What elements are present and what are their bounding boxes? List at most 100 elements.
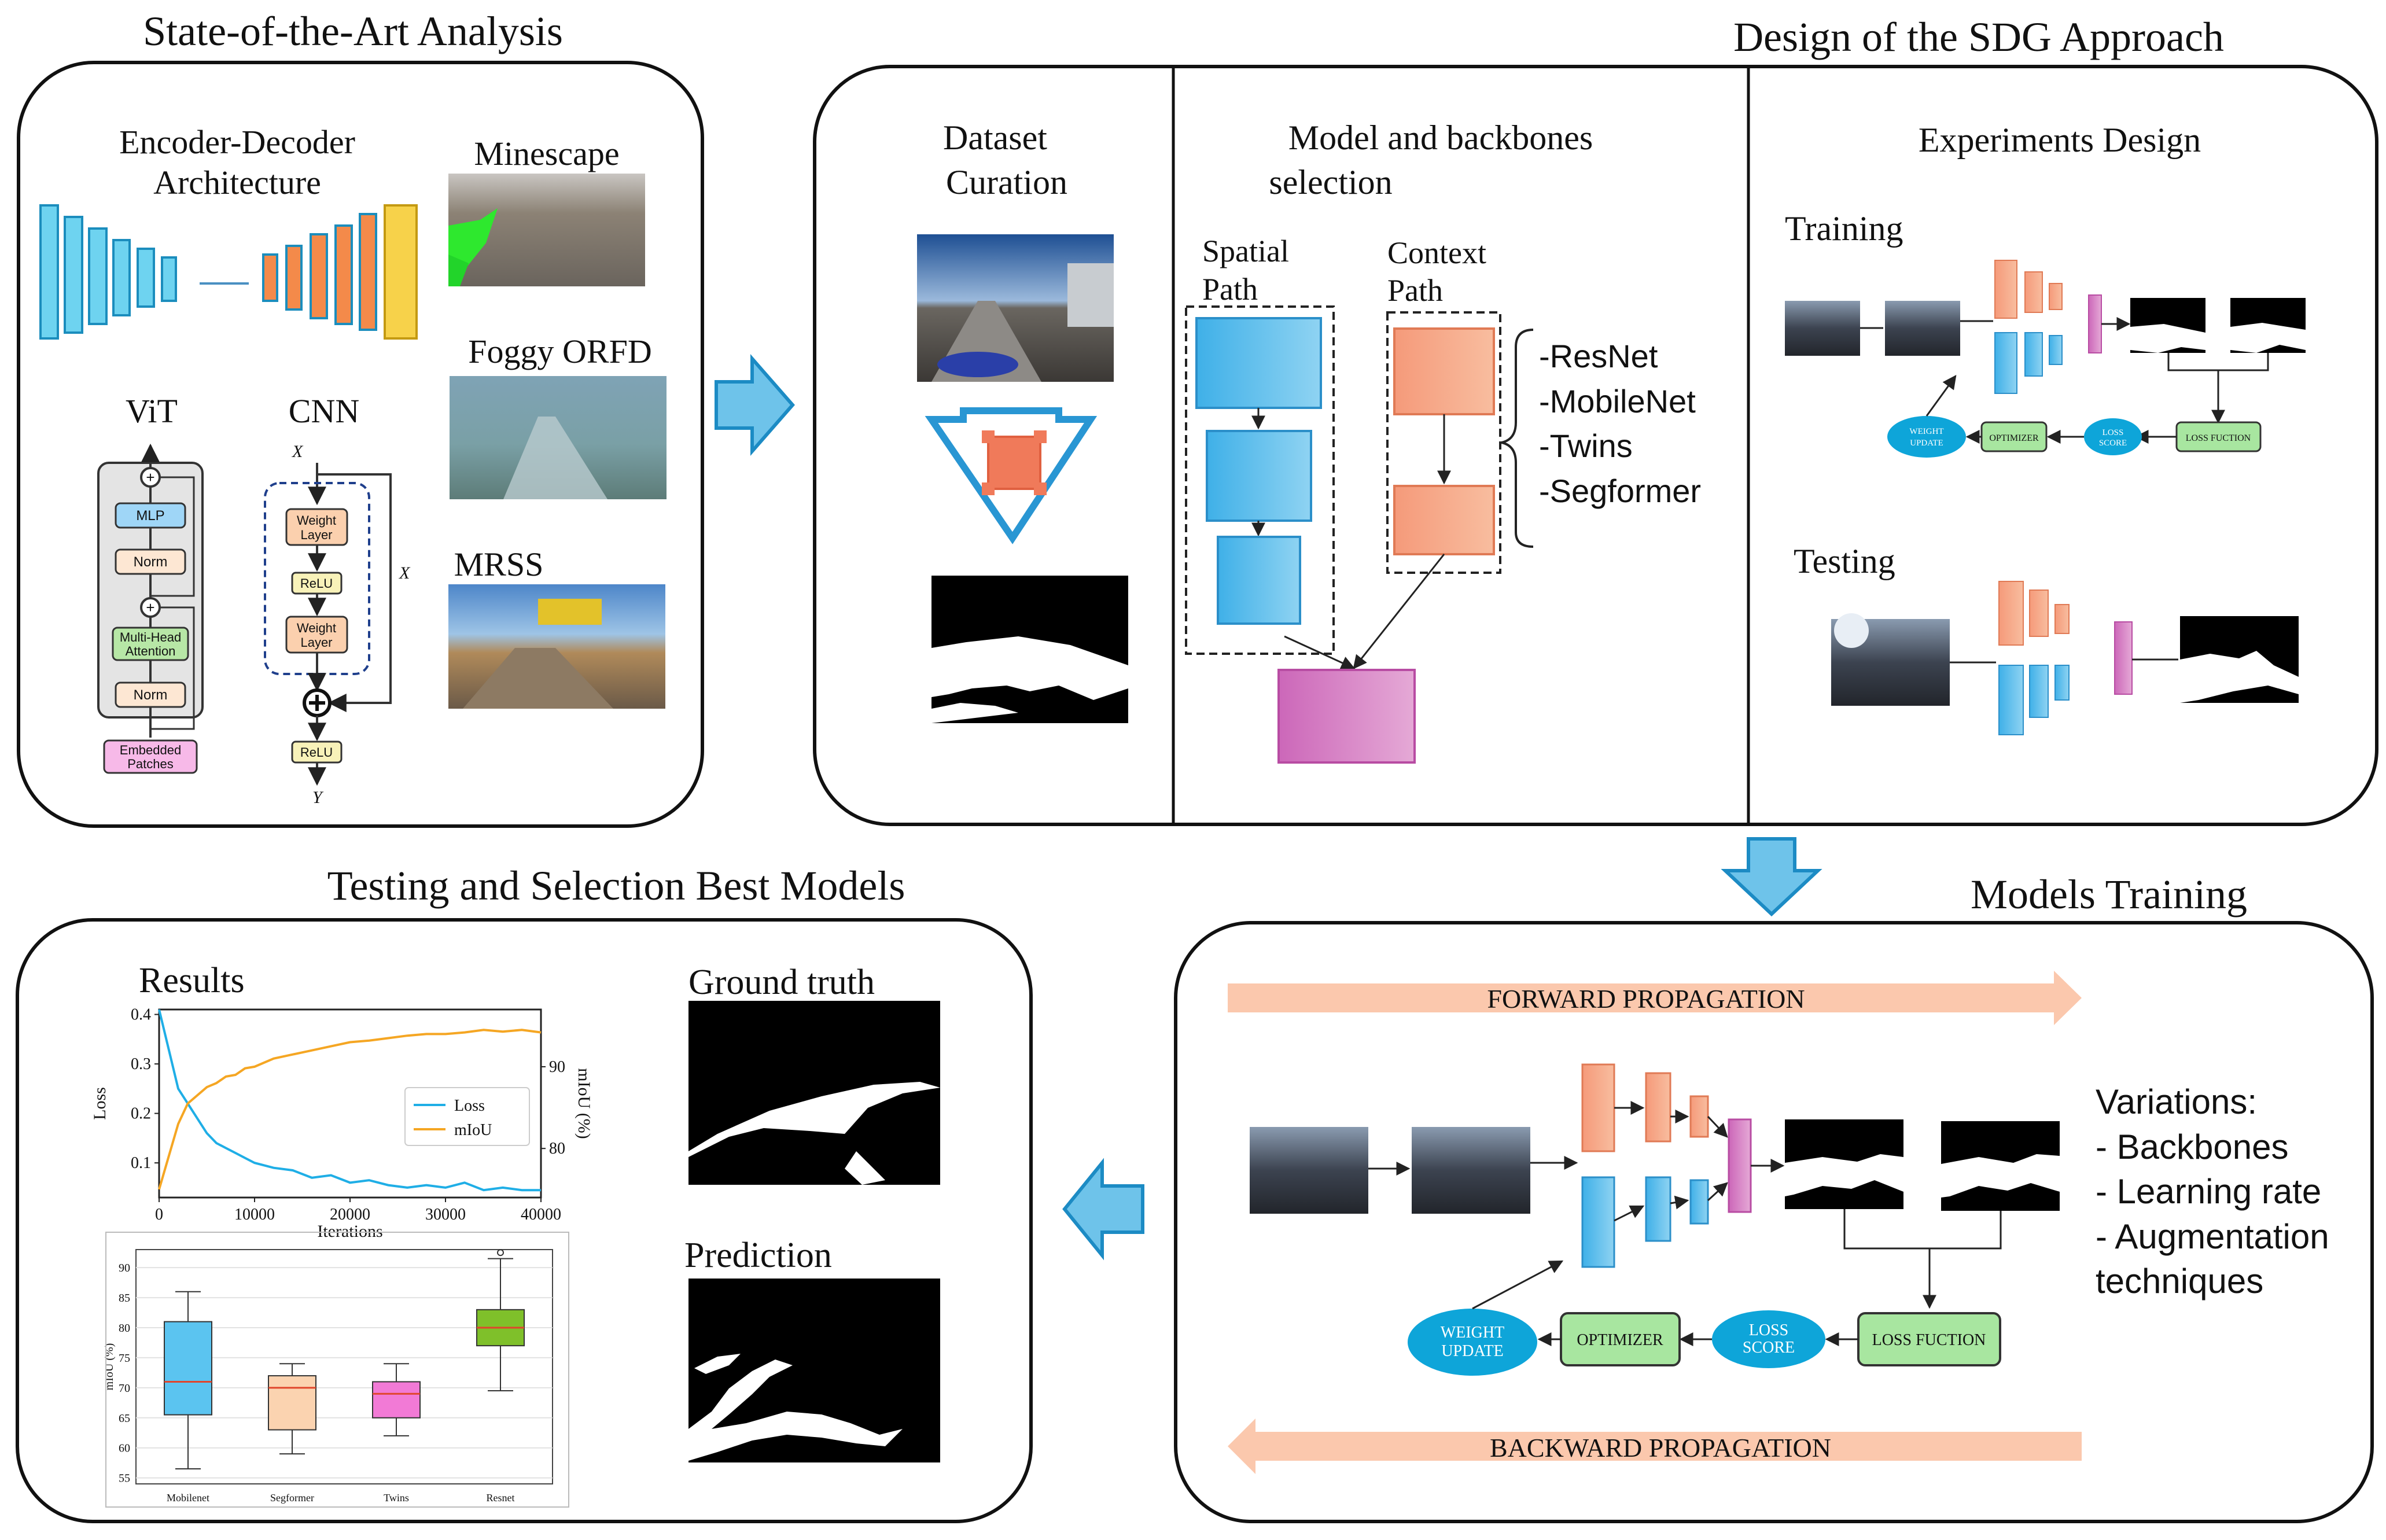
- dataset-curation-line1: Dataset: [943, 119, 1047, 157]
- encoder-blocks: [39, 204, 177, 340]
- exp-train-weight-update-line1: WEIGHT: [1909, 427, 1943, 436]
- train-weight-update-line2: UPDATE: [1441, 1342, 1503, 1360]
- cnn-diagram: X X Weight Layer ReLU Weight Layer ReLU …: [264, 442, 411, 807]
- backbone-resnet: -ResNet: [1539, 338, 1658, 374]
- vit-embedded-line2: Patches: [127, 757, 174, 771]
- panel-soa: [17, 61, 704, 828]
- flow-arrow-right: [715, 354, 795, 456]
- section-title-testing: Testing and Selection Best Models: [327, 863, 905, 909]
- variations-title: Variations:: [2096, 1082, 2257, 1121]
- box-y-tick-label: 85: [119, 1292, 130, 1305]
- spatial-path-line2: Path: [1202, 272, 1258, 307]
- exp-train-optimizer: OPTIMIZER: [1989, 433, 2039, 443]
- y2-tick-label: 80: [549, 1140, 565, 1158]
- panel-training: [1174, 921, 2374, 1523]
- curation-mask-image: [931, 576, 1128, 723]
- foggy-orfd-image: [450, 376, 667, 499]
- legend-label: mIoU: [454, 1121, 492, 1139]
- box-y-tick-label: 80: [119, 1322, 130, 1335]
- encdec-title-line1: Encoder-Decoder: [119, 123, 355, 161]
- box-body: [164, 1321, 212, 1416]
- y-tick-label: 0.1: [131, 1154, 151, 1172]
- train-weight-update-line1: WEIGHT: [1441, 1324, 1504, 1342]
- training-diagram: LOSS FUCTION LOSS SCORE OPTIMIZER WEIGHT…: [1250, 1063, 2060, 1376]
- panel-design: [813, 65, 2378, 826]
- variation-techniques: techniques: [2096, 1262, 2263, 1300]
- box-category-label: Segformer: [270, 1492, 314, 1504]
- y-tick-label: 0.3: [131, 1055, 151, 1073]
- forward-arrow: [1228, 971, 2082, 1025]
- exp-train-loss-score-line2: SCORE: [2099, 439, 2127, 448]
- cnn-weight-1-line2: Layer: [300, 528, 332, 542]
- y2-axis-label: mIoU (%): [575, 1068, 594, 1139]
- exp-training-diagram: LOSS FUCTION LOSS SCORE OPTIMIZER WEIGHT…: [1785, 260, 2306, 458]
- box-frame: [135, 1249, 553, 1484]
- model-selection-line1: Model and backbones: [1288, 119, 1593, 157]
- spatial-block-1: [1195, 317, 1322, 409]
- x-tick-label: 0: [155, 1206, 163, 1224]
- box-y-tick-label: 70: [119, 1382, 130, 1395]
- flow-arrow-down: [1721, 837, 1822, 917]
- legend-box: [404, 1087, 530, 1146]
- section-title-training: Models Training: [1971, 871, 2247, 918]
- forward-label: FORWARD PROPAGATION: [1487, 984, 1805, 1014]
- vit-diagram: + MLP Norm + Multi-Head Attention Norm E…: [97, 443, 204, 774]
- vit-title: ViT: [126, 392, 178, 430]
- context-path-box: [1386, 311, 1501, 574]
- variation-augmentation: - Augmentation: [2096, 1217, 2329, 1256]
- context-block-1: [1393, 327, 1495, 415]
- exp-testing-diagram: [1831, 581, 2299, 735]
- minescape-image: [448, 174, 645, 286]
- dataset-foggy-label: Foggy ORFD: [468, 333, 651, 370]
- ground-truth-image: [688, 1001, 940, 1185]
- experiments-testing: Testing: [1794, 542, 1895, 580]
- train-loss-function: LOSS FUCTION: [1872, 1331, 1986, 1349]
- vit-mha-line1: Multi-Head: [120, 630, 181, 644]
- context-path-line2: Path: [1387, 273, 1443, 308]
- cnn-y: Y: [312, 788, 324, 807]
- cnn-title: CNN: [289, 392, 359, 430]
- vit-norm-1: Norm: [134, 554, 168, 570]
- x-tick-label: 30000: [425, 1206, 466, 1224]
- spatial-block-3: [1217, 536, 1301, 625]
- vit-mha-line2: Attention: [126, 644, 176, 658]
- section-title-soa: State-of-the-Art Analysis: [143, 8, 563, 54]
- x-tick-label: 20000: [330, 1206, 370, 1224]
- decoder-blocks: [262, 204, 418, 340]
- results-title: Results: [139, 961, 245, 1000]
- dataset-minescape-label: Minescape: [474, 135, 619, 172]
- cnn-weight-1-line1: Weight: [297, 513, 336, 528]
- vit-plus-2: +: [146, 599, 154, 616]
- dataset-curation-line2: Curation: [946, 163, 1067, 201]
- vit-embedded-line1: Embedded: [120, 743, 181, 757]
- exp-train-loss-function: LOSS FUCTION: [2186, 433, 2251, 443]
- box-outer-border: [105, 1232, 569, 1508]
- variation-learning-rate: - Learning rate: [2096, 1172, 2321, 1211]
- exp-train-weight-update-line2: UPDATE: [1910, 439, 1943, 448]
- box-body: [372, 1381, 421, 1419]
- backward-label: BACKWARD PROPAGATION: [1490, 1433, 1831, 1462]
- vit-plus-1: +: [146, 469, 154, 486]
- y-axis-label: Loss: [90, 1087, 109, 1120]
- box-y-tick-label: 75: [119, 1352, 130, 1365]
- flow-arrow-left: [1062, 1158, 1144, 1261]
- spatial-path-line1: Spatial: [1202, 234, 1289, 268]
- mrss-image: [448, 584, 665, 709]
- dataset-mrss-label: MRSS: [454, 546, 544, 583]
- box-y-tick-label: 60: [119, 1442, 130, 1455]
- series-line-miou: [158, 1029, 542, 1190]
- section-title-design: Design of the SDG Approach: [1733, 14, 2224, 60]
- box-y-tick-label: 65: [119, 1412, 130, 1425]
- experiments-title: Experiments Design: [1919, 121, 2201, 159]
- x-tick-label: 40000: [521, 1206, 561, 1224]
- prediction-title: Prediction: [684, 1236, 832, 1275]
- box-outlier: [497, 1249, 504, 1257]
- model-selection-line2: selection: [1269, 163, 1392, 201]
- cnn-weight-2-line1: Weight: [297, 621, 336, 635]
- backbone-mobilenet: -MobileNet: [1539, 383, 1696, 419]
- cnn-relu-2: ReLU: [300, 745, 333, 760]
- y-tick-label: 0.4: [131, 1006, 151, 1024]
- crop-icon: [982, 430, 1047, 495]
